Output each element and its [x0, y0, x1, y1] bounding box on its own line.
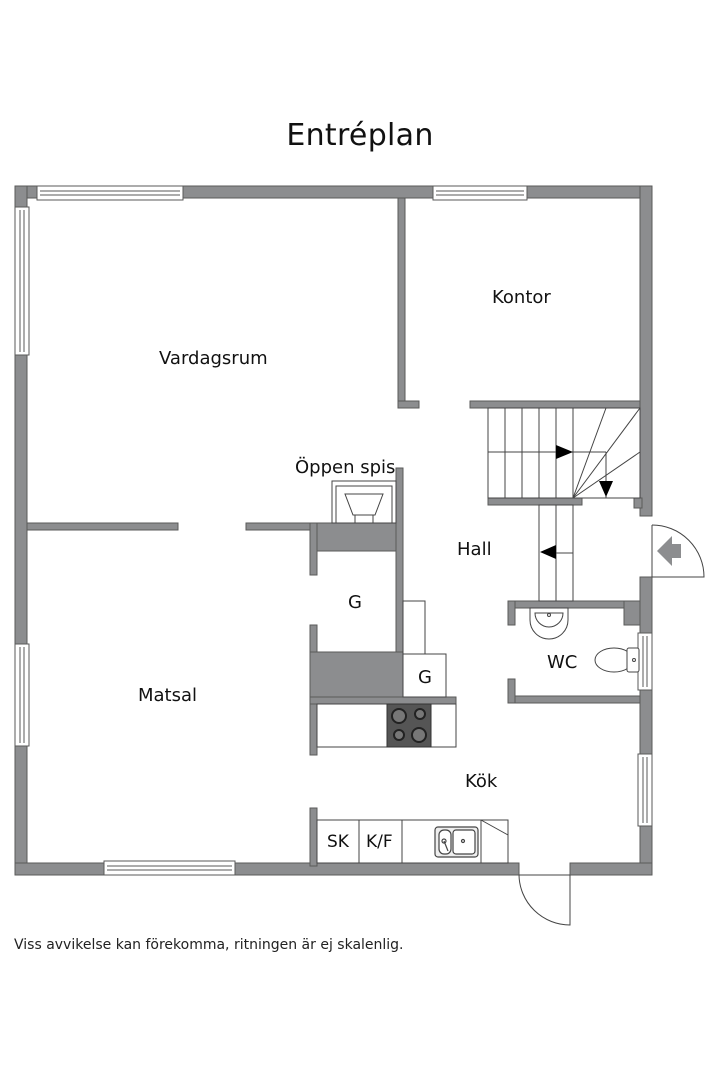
outer-wall-right-mid	[639, 576, 653, 636]
wardrobe-g-lower	[402, 653, 447, 698]
chimney-block	[309, 522, 404, 552]
room-label-kok: Kök	[465, 771, 498, 792]
wall-kontor-stub	[397, 400, 420, 409]
disclaimer-note: Viss avvikelse kan förekomma, ritningen …	[14, 937, 404, 953]
wall-stair-bottom	[487, 497, 583, 506]
window-left-matsal	[14, 643, 30, 747]
staircase-upper	[487, 407, 641, 499]
room-label-oppen-spis: Öppen spis	[295, 457, 396, 478]
room-label-hall: Hall	[457, 539, 492, 560]
wall-fireplace-right	[395, 467, 404, 679]
window-left-vardagsrum	[14, 206, 30, 356]
kitchen-solid-block	[309, 651, 404, 703]
room-label-wc: WC	[547, 652, 578, 673]
stair-arrow-left-icon	[540, 545, 556, 559]
wall-wc-right-block	[623, 600, 641, 626]
wall-chimney-stub	[309, 522, 318, 576]
wall-kitchen-bottom-stub	[309, 807, 318, 867]
stove-icon	[386, 703, 432, 748]
label-sk: SK	[327, 832, 349, 852]
wall-stair-right-notch	[633, 497, 643, 509]
toilet-icon	[594, 647, 640, 673]
window-top-kontor	[432, 185, 528, 201]
wall-kontor-left	[397, 197, 406, 409]
kitchen-sink-icon	[434, 826, 479, 858]
outer-wall-right-upper	[639, 185, 653, 517]
wardrobe-label-2: G	[418, 667, 432, 688]
wall-kontor-bottom	[469, 400, 641, 409]
entrance-arrow-icon	[657, 536, 681, 566]
window-right-wc	[637, 632, 653, 691]
wardrobe-g-upper	[402, 600, 426, 655]
wall-divider-left	[26, 522, 179, 531]
stair-arrow-right-icon	[556, 445, 573, 459]
room-label-kontor: Kontor	[492, 287, 551, 308]
floor-plan-title: Entréplan	[286, 118, 434, 153]
outer-wall-bottom-left	[14, 862, 520, 876]
room-label-vardagsrum: Vardagsrum	[159, 348, 268, 369]
wall-wc-bottom-stub	[507, 678, 516, 704]
room-label-matsal: Matsal	[138, 685, 198, 706]
window-right-kok	[637, 753, 653, 827]
window-top-vardagsrum	[36, 185, 184, 201]
wall-wc-bottom	[507, 695, 641, 704]
entrance-door-swing	[651, 524, 705, 578]
fireplace-outer	[331, 480, 397, 524]
wall-wc-top-stub	[507, 600, 516, 626]
label-kf: K/F	[366, 832, 393, 852]
stair-arrow-down-icon	[599, 481, 613, 497]
wardrobe-label-1: G	[348, 592, 362, 613]
window-bottom-matsal	[103, 860, 236, 876]
outer-wall-bottom-right	[569, 862, 653, 876]
wall-wc-top	[507, 600, 641, 609]
outer-wall-right-lower	[639, 687, 653, 755]
washbasin-icon	[529, 607, 569, 640]
kitchen-door-swing	[518, 874, 571, 926]
wall-counter-top	[309, 696, 457, 705]
